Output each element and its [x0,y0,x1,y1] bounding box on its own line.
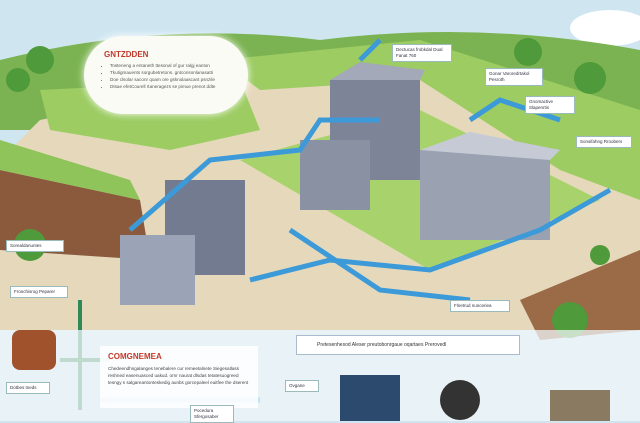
bottom-panel-text: Chedeendhngalanges tenebalere cur remeet… [108,366,249,385]
info-bullet-list: Tosteneng a entaneth ttesonal of gur ral… [104,62,234,90]
callout: Gnomactive Slapenrtis [525,96,575,114]
info-cloud-title: GNTZDDEN [104,50,149,59]
tree [514,38,542,66]
info-bullet: Tkutigmauents sorgubetretons. gntconsonl… [110,69,234,76]
tree [26,46,54,74]
engine-unit [120,235,195,305]
tree [590,245,610,265]
field-photo [550,390,610,421]
building-main-roof [330,62,425,80]
generator-right [420,150,550,240]
pipe [249,187,612,283]
callout: Fronchisrog Peparer [10,286,68,298]
bottom-info-panel: COMGNEMEA Chedeendhngalanges tenebalere … [100,346,258,408]
tree [574,62,606,94]
info-bullet: Dtsae efetCourell rtaneragezs se pimue p… [110,83,234,90]
callout: Flnetrud nunceriea [450,300,510,312]
callout: Dotbes tneds [6,382,50,394]
pipe [288,227,471,303]
callout: Pocedura Sfergosaber [190,405,234,423]
bottom-panel-title: COMGNEMEA [108,352,162,361]
motor-icon [340,375,400,421]
info-bullet: Doe clsolar saconr qoam ore gsknolaascan… [110,76,234,83]
cloud-shape [570,10,640,46]
cliff-grass [0,140,140,200]
callout: Ovgane [285,380,319,392]
tree [552,302,588,338]
tire-icon [440,380,480,420]
info-cloud: GNTZDDEN Tosteneng a entaneth ttesonal o… [84,36,248,114]
info-bullet: Tosteneng a entaneth ttesonal of gur ral… [110,62,234,69]
callout: Sorealdanuntes [6,240,64,252]
callout: Gonar Varoredrtakol Pesroth [485,68,543,86]
building-annex [300,140,370,210]
cliff-right [520,250,640,340]
tree [6,68,30,92]
pipe [358,38,382,62]
callout: Dectucas frobkdal Dual Fanat 760 [392,44,452,62]
banner-label: Pretesenhesod Aleser preutobonrgaue oqar… [296,335,520,355]
callout: Sonsifahng Rroobers [576,136,632,148]
generator-right-roof [420,132,560,160]
armchair-icon [12,330,56,370]
pipe [128,117,380,232]
